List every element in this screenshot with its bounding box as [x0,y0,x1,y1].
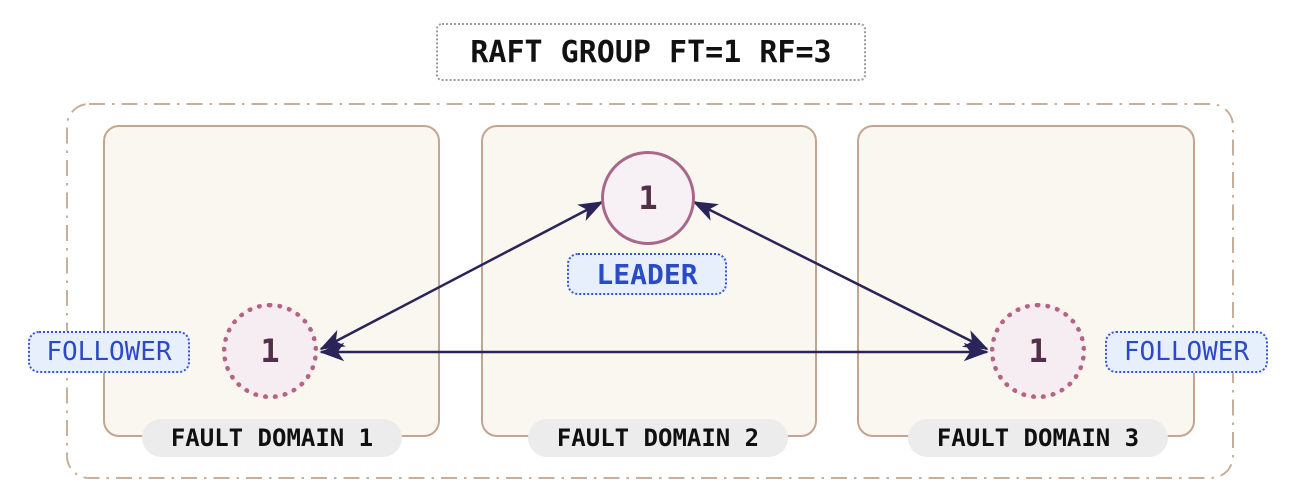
leader-role-label-domain-2-text: LEADER [596,257,698,291]
leader-node-domain-2: 1 [601,151,695,245]
follower-node-domain-1: 1 [222,303,318,399]
fault-domain-2-label-text: FAULT DOMAIN 2 [556,424,760,452]
fault-domain-2-label: FAULT DOMAIN 2 [528,419,788,457]
follower-role-label-domain-3: FOLLOWER [1105,331,1268,373]
leader-role-label-domain-2: LEADER [567,253,727,295]
follower-node-domain-3: 1 [990,303,1086,399]
raft-group-title: RAFT GROUP FT=1 RF=3 [436,23,866,81]
raft-group-title-text: RAFT GROUP FT=1 RF=3 [470,34,832,70]
follower-role-label-domain-3-text: FOLLOWER [1123,337,1250,367]
follower-node-domain-3-value: 1 [1028,332,1048,370]
leader-node-domain-2-value: 1 [638,179,658,217]
follower-role-label-domain-1: FOLLOWER [28,331,190,373]
follower-node-domain-1-value: 1 [260,332,280,370]
fault-domain-1-label: FAULT DOMAIN 1 [142,419,402,457]
fault-domain-3-label: FAULT DOMAIN 3 [908,419,1168,457]
follower-role-label-domain-1-text: FOLLOWER [46,337,172,367]
fault-domain-3-label-text: FAULT DOMAIN 3 [936,424,1140,452]
fault-domain-1-label-text: FAULT DOMAIN 1 [170,424,374,452]
